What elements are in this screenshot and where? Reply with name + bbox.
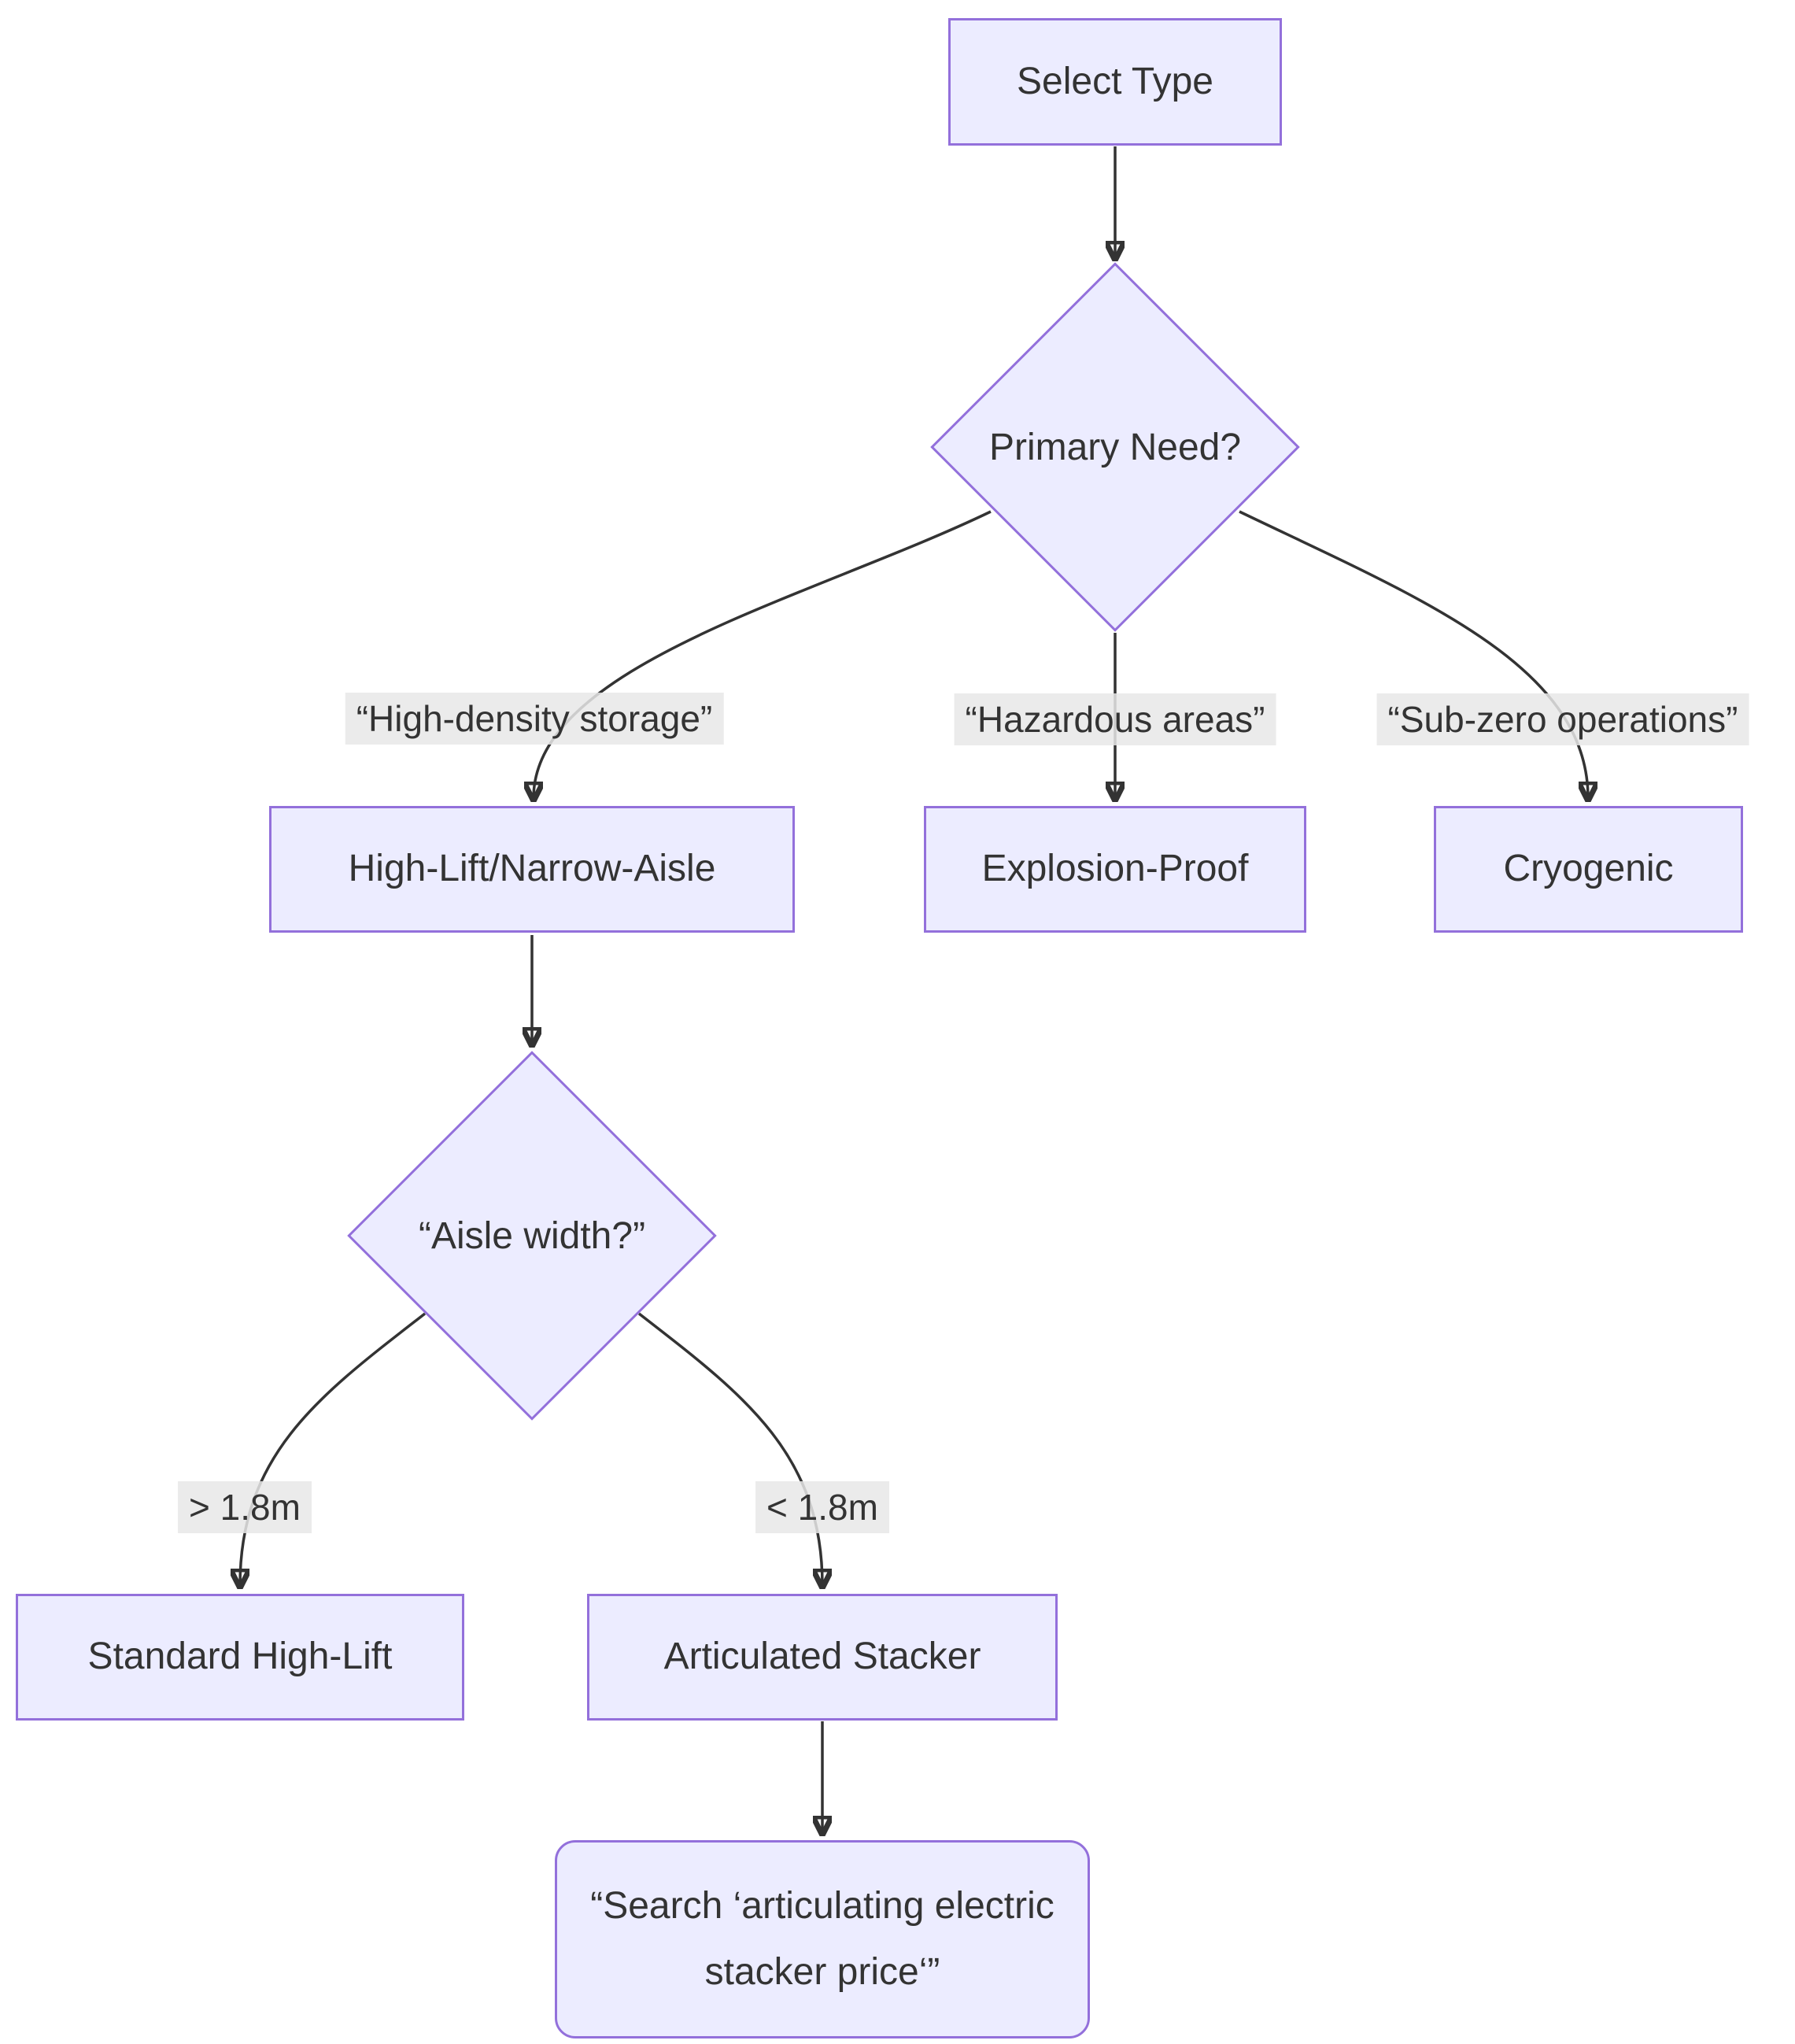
node-primary-need-label: Primary Need? [988, 426, 1242, 468]
node-articulated-stacker: Articulated Stacker [587, 1594, 1058, 1721]
node-select-type-label: Select Type [1017, 60, 1213, 102]
node-high-lift-narrow-aisle: High-Lift/Narrow-Aisle [269, 806, 795, 933]
node-search-action: “Search ‘articulating electric stacker p… [555, 1840, 1090, 2038]
edge-label-gt-18m: > 1.8m [178, 1481, 312, 1533]
edge-label-hazardous: “Hazardous areas” [954, 693, 1276, 745]
edge-aislewidth-to-articulated [637, 1312, 822, 1585]
node-aisle-width: “Aisle width?” [335, 1196, 729, 1275]
node-standard-high-lift: Standard High-Lift [16, 1594, 464, 1721]
edge-label-sub-zero: “Sub-zero operations” [1376, 693, 1749, 745]
edge-label-high-density: “High-density storage” [345, 693, 724, 745]
edge-primary-to-highlift [534, 510, 992, 798]
node-high-lift-narrow-aisle-label: High-Lift/Narrow-Aisle [348, 848, 716, 890]
node-cryogenic: Cryogenic [1434, 806, 1743, 933]
edge-aislewidth-to-standard [240, 1312, 427, 1585]
node-cryogenic-label: Cryogenic [1503, 848, 1674, 890]
node-aisle-width-label: “Aisle width?” [418, 1214, 646, 1257]
node-primary-need: Primary Need? [918, 408, 1312, 486]
node-search-action-label: “Search ‘articulating electric stacker p… [590, 1885, 1054, 1993]
edge-primary-to-cryogenic [1239, 510, 1588, 798]
node-articulated-stacker-label: Articulated Stacker [663, 1636, 981, 1678]
edge-label-lt-18m: < 1.8m [755, 1481, 889, 1533]
node-explosion-proof-label: Explosion-Proof [981, 848, 1249, 890]
node-explosion-proof: Explosion-Proof [924, 806, 1306, 933]
node-select-type: Select Type [948, 18, 1282, 146]
node-standard-high-lift-label: Standard High-Lift [87, 1636, 393, 1678]
